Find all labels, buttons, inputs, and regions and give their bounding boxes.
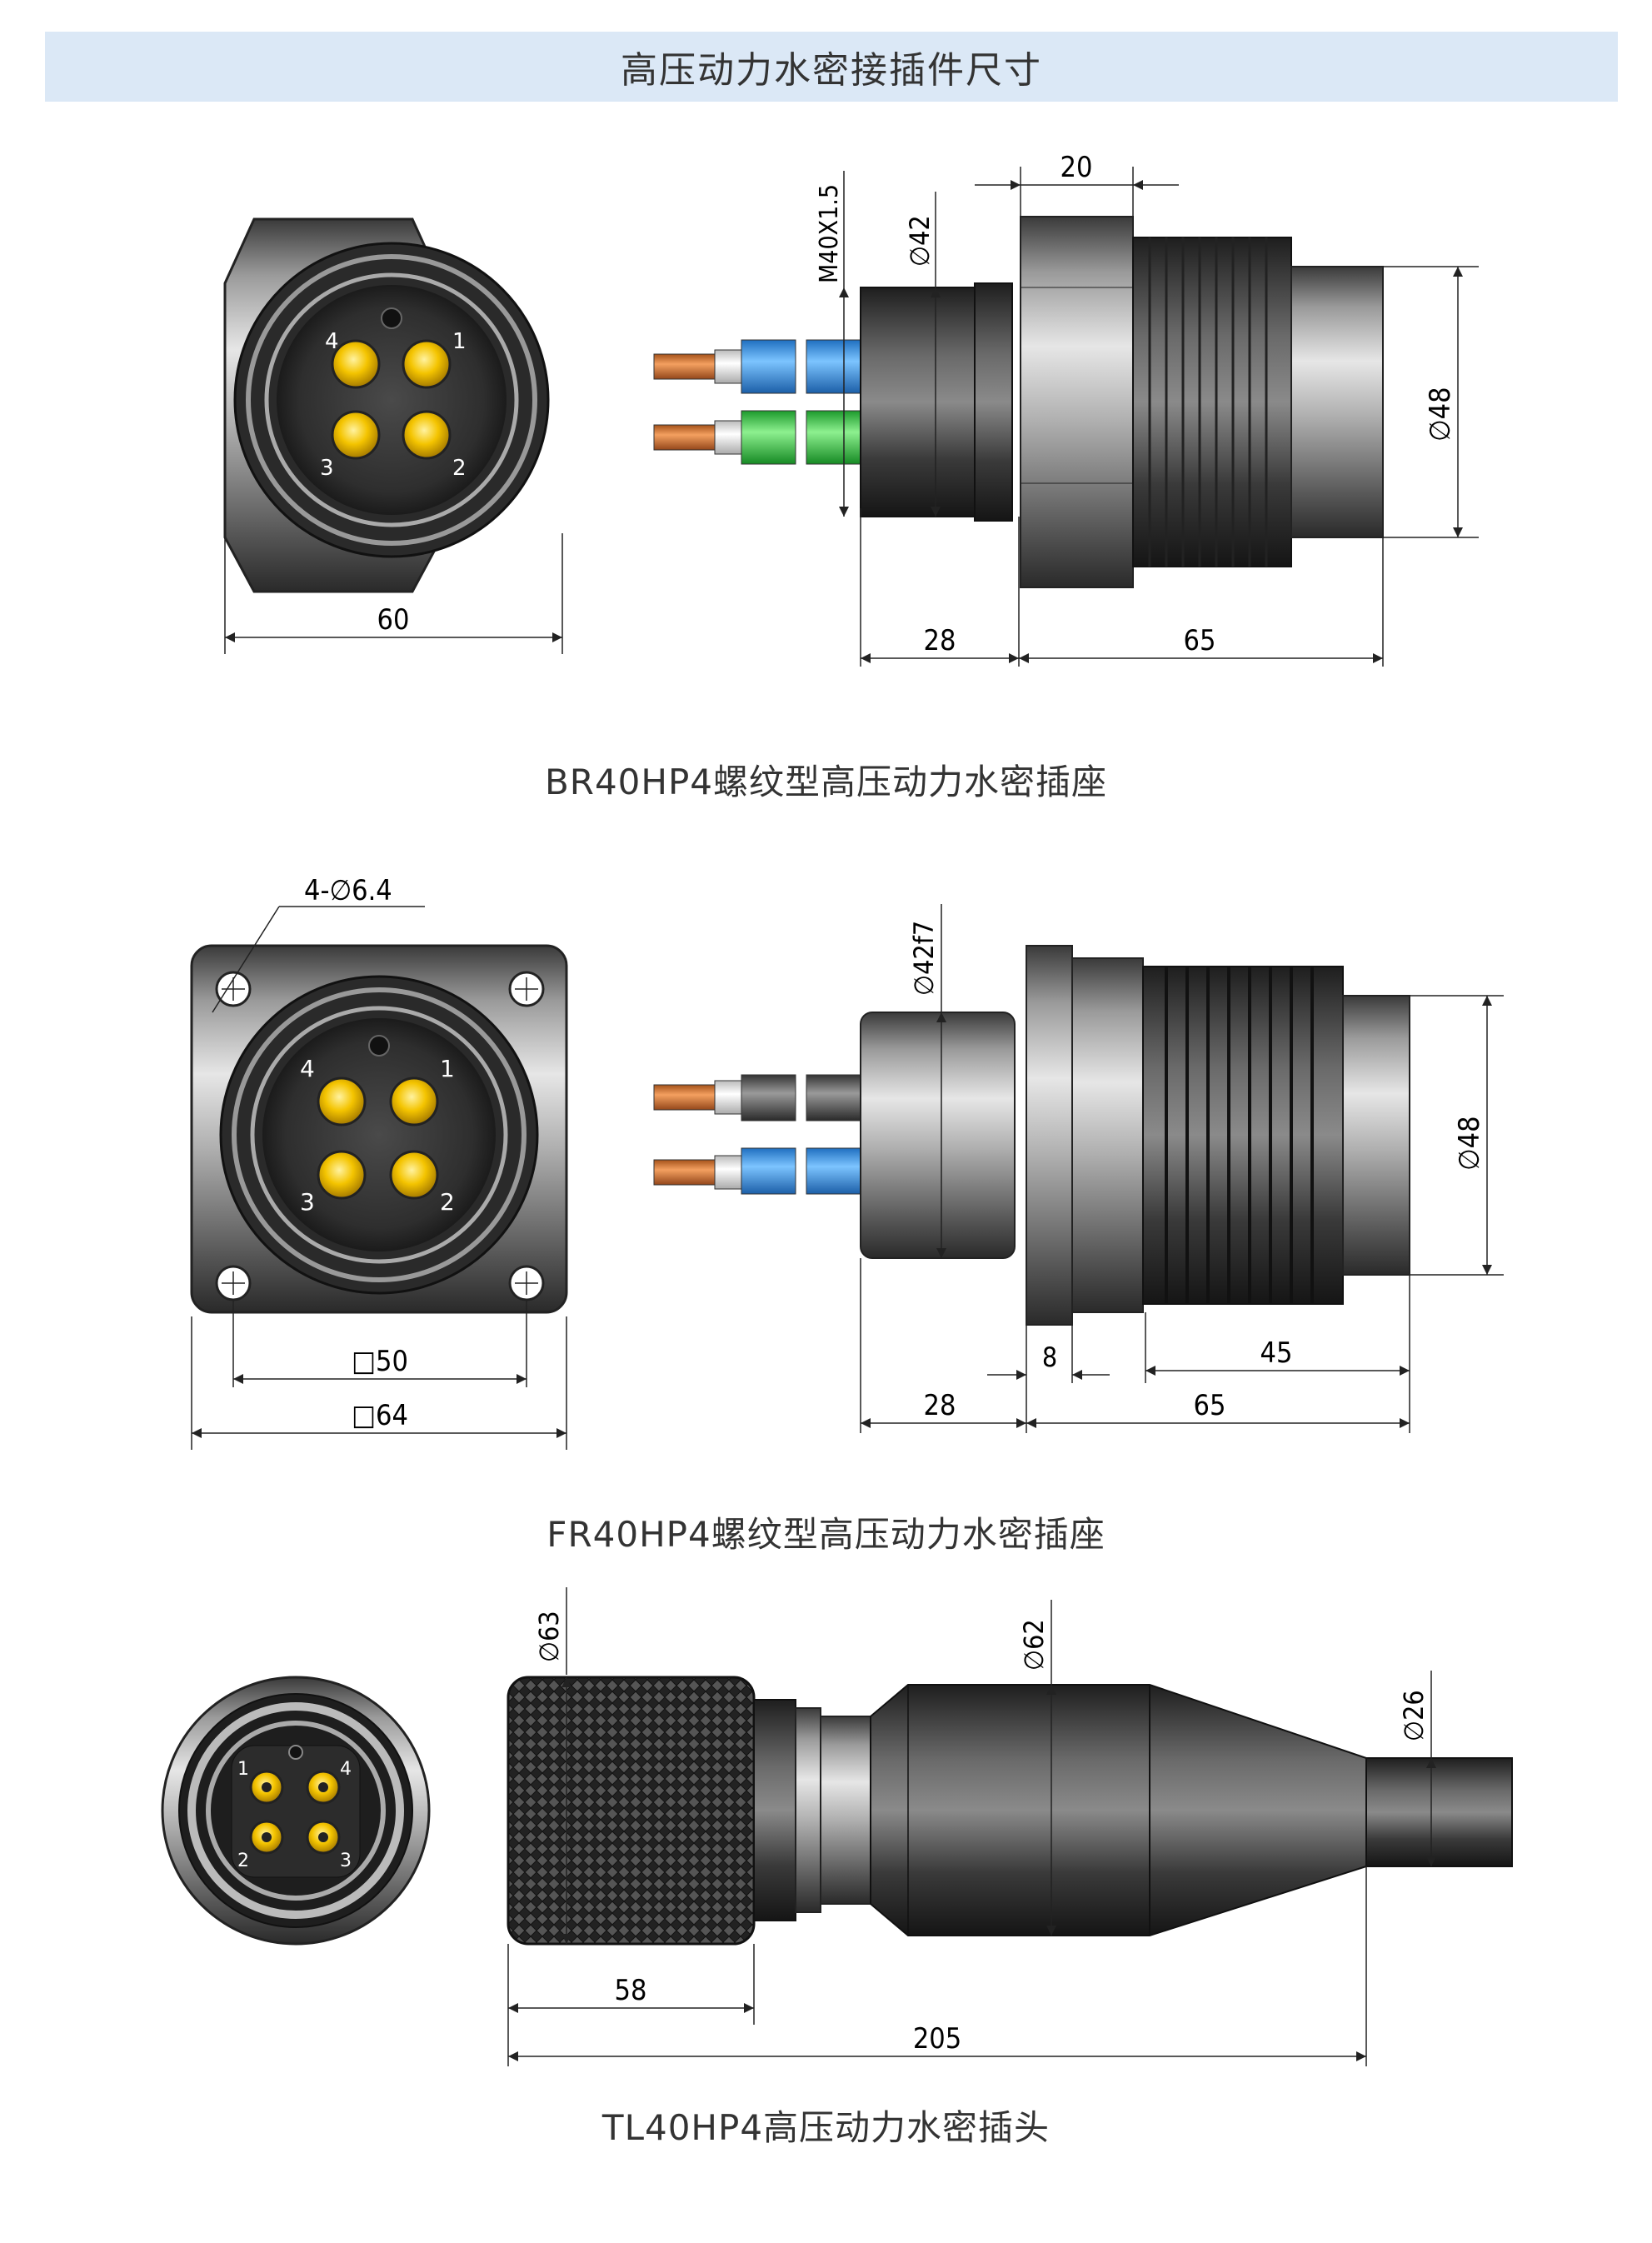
br40-side-view: 28 65 20 M40X1.5 ∅42 ∅48 <box>653 151 1479 667</box>
pin-label: 3 <box>340 1851 352 1871</box>
fr40-front-view: 4 1 2 3 4-∅6.4 □50 □64 <box>190 874 568 1450</box>
pin-label: 1 <box>440 1055 455 1082</box>
dim-dia-a: ∅63 <box>533 1611 565 1662</box>
dim-holes: 4-∅6.4 <box>304 874 392 907</box>
page-title-bar: 高压动力水密接插件尺寸 <box>45 32 1618 102</box>
dim-len-b: 205 <box>913 2022 961 2056</box>
pin-label: 1 <box>237 1759 249 1780</box>
dim-len-a: 28 <box>924 1389 956 1422</box>
dim-sq-inner: □50 <box>352 1345 408 1378</box>
pin-label: 2 <box>452 456 467 481</box>
dim-dia-a: ∅42f7 <box>908 921 940 996</box>
dim-len-a: 28 <box>924 624 956 657</box>
pin-label: 3 <box>320 456 334 481</box>
pin-label: 1 <box>452 329 467 354</box>
br40-front-view: 4 1 2 3 60 <box>223 217 563 654</box>
dim-dia-b: ∅62 <box>1018 1619 1050 1671</box>
dim-flange: 8 <box>1042 1341 1057 1373</box>
caption-tl40: TL40HP4高压动力水密插头 <box>601 2107 1051 2148</box>
pin-label: 3 <box>300 1188 315 1216</box>
dim-width: 60 <box>377 603 410 637</box>
dim-dia-c: ∅26 <box>1398 1690 1430 1741</box>
pin-label: 4 <box>300 1055 315 1082</box>
dim-thread-len: 45 <box>1260 1336 1293 1370</box>
tl40-side-view: ∅63 ∅62 ∅26 58 205 <box>507 1587 1513 2066</box>
pin-label: 2 <box>237 1851 249 1871</box>
fr40-side-view: ∅42f7 ∅48 8 45 28 65 <box>653 904 1504 1433</box>
dim-len-b: 65 <box>1184 624 1216 657</box>
caption-fr40: FR40HP4螺纹型高压动力水密插座 <box>547 1514 1105 1555</box>
dim-thread: M40X1.5 <box>815 184 844 283</box>
pin-label: 4 <box>325 329 339 354</box>
dim-dia-b: ∅48 <box>1453 1116 1486 1171</box>
caption-br40: BR40HP4螺纹型高压动力水密插座 <box>544 762 1108 802</box>
pin-label: 2 <box>440 1188 455 1216</box>
page-title: 高压动力水密接插件尺寸 <box>621 49 1042 92</box>
dim-dia-a: ∅42 <box>904 215 936 267</box>
dim-len-a: 58 <box>615 1974 647 2007</box>
pin-label: 4 <box>340 1759 352 1780</box>
dim-hex: 20 <box>1061 151 1093 184</box>
tl40-front-view: 1 4 2 3 <box>161 1676 431 1946</box>
dim-len-b: 65 <box>1194 1389 1226 1422</box>
dim-sq-outer: □64 <box>352 1399 408 1432</box>
dim-dia-b: ∅48 <box>1424 387 1457 442</box>
